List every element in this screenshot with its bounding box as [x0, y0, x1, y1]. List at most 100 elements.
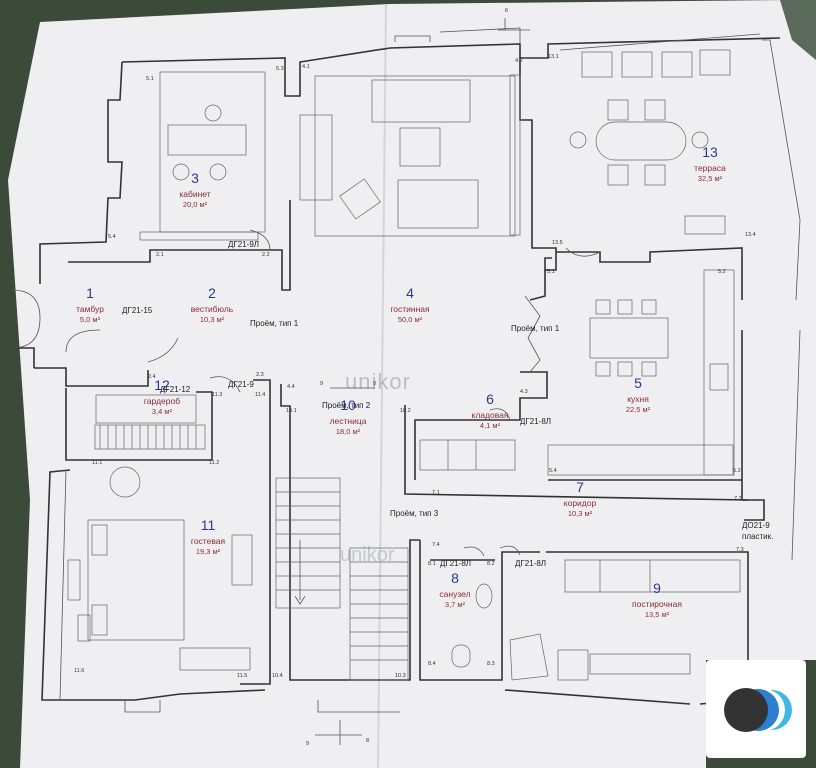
room-number: 11	[201, 517, 216, 533]
room-name: коридор	[564, 498, 597, 508]
doors	[11, 229, 601, 557]
storage-furniture	[419, 439, 516, 471]
watermark-text-small: unikor	[340, 544, 395, 566]
room-number: 9	[653, 580, 661, 596]
room-area: 20,0 м²	[183, 200, 208, 209]
room-area: 32,5 м²	[698, 174, 723, 183]
terrace-furniture	[569, 49, 731, 235]
point-label: 11.2	[209, 460, 219, 466]
point-label: 5.4	[108, 234, 116, 240]
point-label: 4.1	[302, 64, 310, 70]
room-area: 50,0 м²	[398, 315, 423, 324]
point-label: 7.1	[432, 490, 440, 496]
point-label: 11.1	[92, 460, 102, 466]
point-label: 5.2	[718, 269, 726, 275]
room-number: 2	[208, 285, 216, 301]
point-label: 10.2	[400, 408, 411, 414]
room-name: гостинная	[390, 304, 430, 314]
room-number: 1	[86, 285, 94, 301]
guest-furniture	[67, 466, 253, 671]
door-label: ДГ21-8Л	[440, 559, 471, 568]
room-area: 5,0 м²	[80, 315, 101, 324]
door-label: ДГ21-9	[228, 380, 254, 389]
point-label: 10.3	[395, 673, 406, 679]
point-label: 8.1	[428, 561, 436, 567]
room-name: санузел	[439, 589, 470, 599]
office-furniture	[139, 71, 266, 241]
room-number: 6	[486, 391, 494, 407]
room-number: 8	[451, 570, 459, 586]
door-label: Проём, тип 2	[322, 401, 371, 410]
point-label: 7.3	[736, 547, 744, 553]
room-area: 4,1 м²	[480, 421, 501, 430]
point-label: 9	[306, 741, 309, 747]
room-name: терраса	[694, 163, 726, 173]
point-label: 7.2	[734, 496, 742, 502]
stairs	[275, 477, 409, 681]
door-label: ДГ21-9Л	[228, 240, 259, 249]
living-furniture	[299, 74, 521, 237]
paper-sheet	[8, 0, 816, 768]
room-number: 4	[406, 285, 414, 301]
point-label: 2.3	[256, 372, 264, 378]
point-label: 5.4	[549, 468, 557, 474]
room-name: кабинет	[179, 189, 210, 199]
point-label: 2.1	[156, 252, 164, 258]
point-label: 8.2	[487, 561, 495, 567]
point-label: 11.4	[255, 392, 265, 398]
room-name: гардероб	[144, 396, 180, 406]
door-label: ДГ21-12	[160, 385, 191, 394]
door-label: Проём, тип 3	[390, 509, 439, 518]
point-label: 11.6	[74, 668, 84, 674]
logo-circles-icon	[724, 688, 792, 732]
point-label: 2.4	[148, 374, 156, 380]
watermark-text: unikor	[345, 369, 411, 394]
room-area: 22,5 м²	[626, 405, 651, 414]
room-area: 19,3 м²	[196, 547, 221, 556]
room-number: 7	[576, 479, 584, 495]
door-label: ДГ21-8Л	[515, 559, 546, 568]
paper-right-top	[780, 0, 816, 60]
kitchen-furniture	[547, 269, 735, 476]
room-number: 5	[634, 375, 642, 391]
room-area: 10,3 м²	[568, 509, 593, 518]
door-label: Проём, тип 1	[511, 324, 560, 333]
paper-fold	[377, 3, 387, 768]
door-label: Проём, тип 1	[250, 319, 299, 328]
point-label: 6	[505, 8, 508, 14]
point-label: 13.1	[548, 54, 559, 60]
room-name: тамбур	[76, 304, 104, 314]
point-label: 4.2	[515, 58, 523, 64]
point-label: 10.4	[272, 673, 283, 679]
point-label: 8	[373, 381, 376, 387]
room-number: 13	[702, 144, 718, 160]
door-label: пластик.	[742, 532, 773, 541]
room-area: 3,4 м²	[152, 407, 173, 416]
room-name: кладовая	[472, 410, 509, 420]
room-name: гостевая	[191, 536, 226, 546]
point-label: 4.4	[287, 384, 295, 390]
room-name: лестница	[330, 416, 367, 426]
wardrobe-rail	[94, 394, 206, 450]
point-label: 8.4	[428, 661, 436, 667]
section-markers	[315, 18, 530, 745]
point-label: 11.5	[237, 673, 247, 679]
laundry-furniture	[509, 559, 741, 681]
point-label: 2.2	[262, 252, 270, 258]
room-name: постирочная	[632, 599, 682, 609]
windows	[59, 27, 801, 713]
point-label: 13.4	[745, 232, 756, 238]
room-area: 13,5 м²	[645, 610, 670, 619]
room-name: вестибюль	[191, 304, 234, 314]
point-label: 5.1	[146, 76, 154, 82]
room-number: 12	[154, 377, 170, 393]
brand-logo	[706, 660, 806, 758]
room-name: кухня	[627, 394, 649, 404]
point-label: 5.2	[733, 468, 741, 474]
point-label: 10.1	[286, 408, 297, 414]
bathroom-furniture	[451, 583, 493, 668]
point-label: 4.3	[520, 389, 528, 395]
